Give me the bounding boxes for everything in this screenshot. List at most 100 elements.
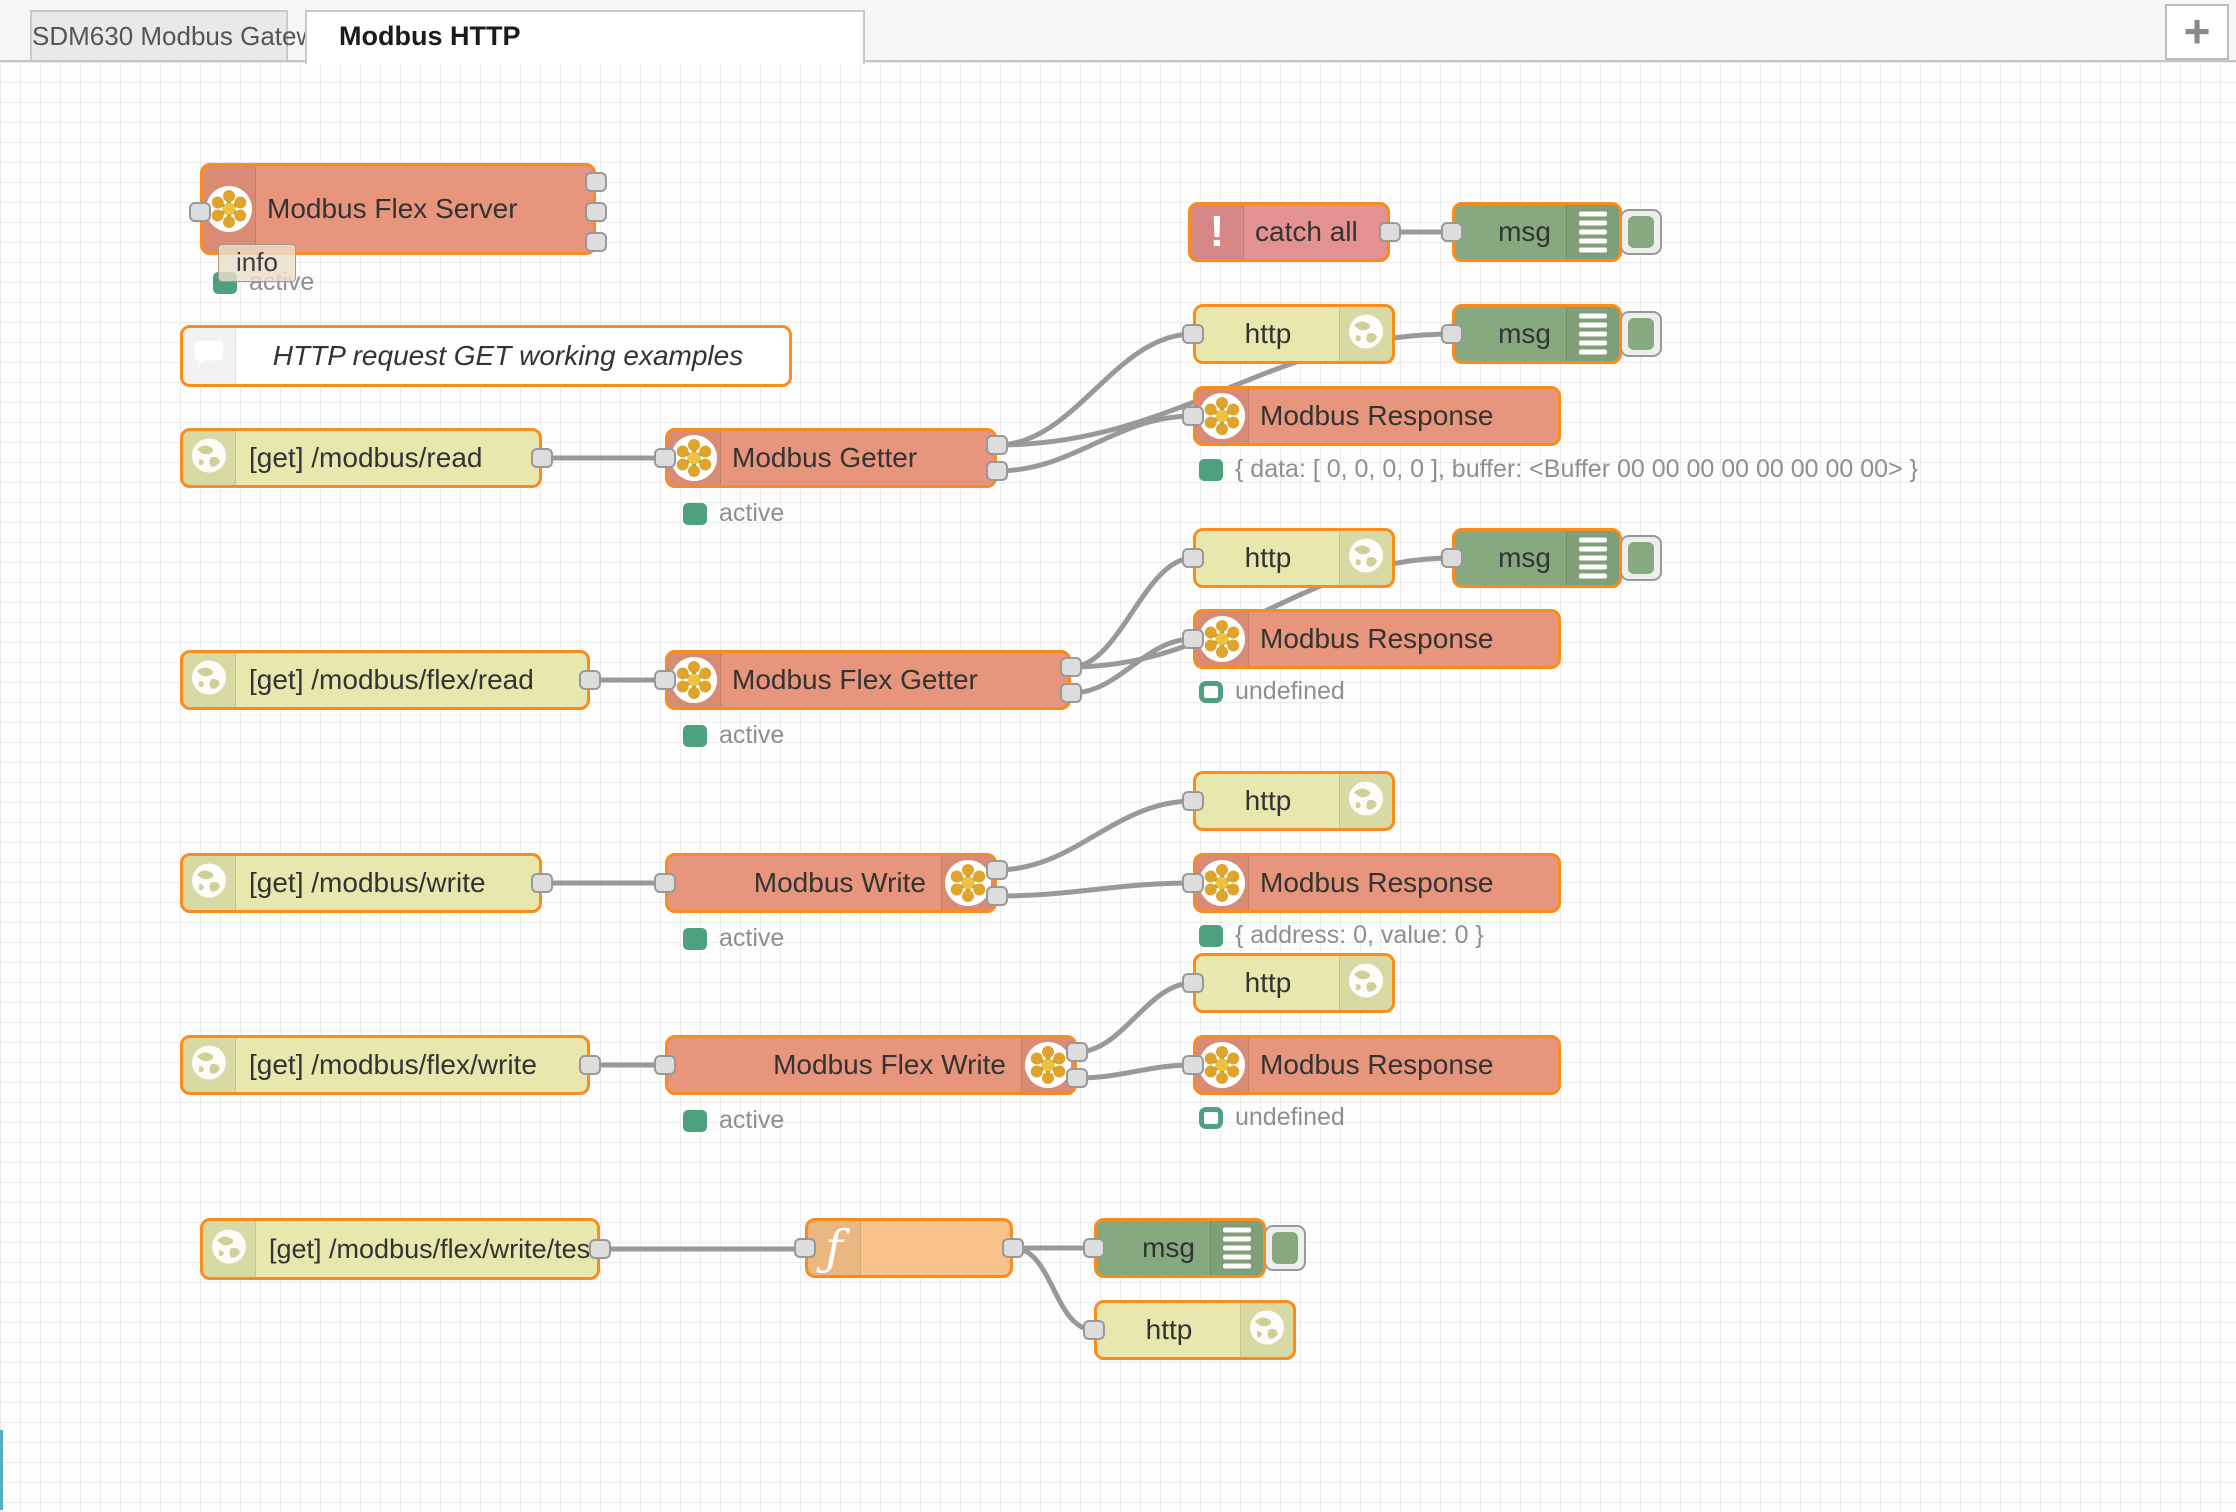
node-http-response-read[interactable]: http bbox=[1182, 304, 1395, 364]
plus-icon: + bbox=[2183, 5, 2211, 57]
node-modbus-getter[interactable]: Modbus Getter bbox=[654, 428, 1008, 488]
input-port[interactable] bbox=[189, 202, 211, 222]
input-port[interactable] bbox=[1083, 1320, 1105, 1340]
output-port[interactable] bbox=[986, 435, 1008, 455]
output-port[interactable] bbox=[579, 670, 601, 690]
node-label bbox=[872, 1221, 1000, 1275]
node-modbus-response-write[interactable]: Modbus Response bbox=[1182, 853, 1561, 913]
add-flow-button[interactable]: + bbox=[2165, 4, 2229, 60]
node-debug-msg-flex-read[interactable]: msg bbox=[1441, 528, 1622, 588]
output-port[interactable] bbox=[1002, 1238, 1024, 1258]
modbus-flower-icon bbox=[206, 186, 252, 232]
node-function[interactable]: ƒ bbox=[794, 1218, 1024, 1278]
globe-icon bbox=[189, 861, 229, 906]
modbus-flower-icon bbox=[671, 435, 717, 481]
input-port[interactable] bbox=[654, 873, 676, 893]
output-port[interactable] bbox=[579, 1055, 601, 1075]
input-port[interactable] bbox=[1182, 324, 1204, 344]
input-port[interactable] bbox=[654, 448, 676, 468]
input-port[interactable] bbox=[1182, 629, 1204, 649]
wire bbox=[1074, 1062, 1196, 1081]
node-modbus-write[interactable]: Modbus Write bbox=[654, 853, 1008, 913]
debug-toggle-button[interactable] bbox=[1620, 311, 1662, 357]
globe-icon bbox=[189, 658, 229, 703]
tab-modbus-http[interactable]: Modbus HTTP bbox=[305, 10, 865, 64]
node-icon-region bbox=[1196, 389, 1249, 443]
node-label: [get] /modbus/flex/write/test bbox=[269, 1234, 598, 1264]
node-http-response-flex-read[interactable]: http bbox=[1182, 528, 1395, 588]
node-label: http bbox=[1244, 318, 1292, 349]
output-port[interactable] bbox=[1379, 222, 1401, 242]
input-port[interactable] bbox=[1182, 791, 1204, 811]
debug-toggle-state bbox=[1272, 1232, 1298, 1264]
status-dot bbox=[1199, 458, 1223, 481]
input-port[interactable] bbox=[1083, 1238, 1105, 1258]
node-comment[interactable]: HTTP request GET working examples bbox=[180, 325, 792, 387]
node-modbus-response-read[interactable]: Modbus Response bbox=[1182, 386, 1561, 446]
output-port[interactable] bbox=[1060, 683, 1082, 703]
output-port[interactable] bbox=[1066, 1068, 1088, 1088]
status-text: { data: [ 0, 0, 0, 0 ], buffer: <Buffer … bbox=[1235, 455, 1918, 483]
node-debug-msg-read[interactable]: msg bbox=[1441, 304, 1622, 364]
input-port[interactable] bbox=[1441, 222, 1463, 242]
output-port[interactable] bbox=[986, 886, 1008, 906]
debug-list-icon bbox=[1579, 211, 1607, 253]
node-icon-region bbox=[183, 653, 236, 707]
output-port[interactable] bbox=[1060, 657, 1082, 677]
status-text: active bbox=[719, 721, 785, 749]
input-port[interactable] bbox=[654, 670, 676, 690]
node-label: msg bbox=[1498, 216, 1551, 247]
globe-icon bbox=[1346, 536, 1386, 581]
output-port[interactable] bbox=[531, 448, 553, 468]
output-port[interactable] bbox=[589, 1239, 611, 1259]
node-http-in-flex-write-test[interactable]: [get] /modbus/flex/write/test bbox=[200, 1218, 611, 1280]
node-label: [get] /modbus/read bbox=[249, 442, 483, 473]
input-port[interactable] bbox=[1182, 873, 1204, 893]
node-label: Modbus Response bbox=[1260, 867, 1494, 898]
node-modbus-response-flex-read[interactable]: Modbus Response bbox=[1182, 609, 1561, 669]
input-port[interactable] bbox=[794, 1238, 816, 1258]
node-modbus-flex-server[interactable]: Modbus Flex Server bbox=[189, 163, 607, 255]
status-response-write: { address: 0, value: 0 } bbox=[1199, 921, 1484, 950]
output-port[interactable] bbox=[986, 860, 1008, 880]
wire bbox=[994, 798, 1196, 873]
debug-toggle-button[interactable] bbox=[1264, 1225, 1306, 1271]
wire bbox=[994, 880, 1196, 899]
output-port[interactable] bbox=[585, 172, 607, 192]
input-port[interactable] bbox=[1182, 973, 1204, 993]
modbus-flower-icon bbox=[1025, 1042, 1071, 1088]
node-debug-msg-test[interactable]: msg bbox=[1083, 1218, 1266, 1278]
input-port[interactable] bbox=[1441, 548, 1463, 568]
node-icon-region bbox=[1021, 1038, 1074, 1092]
input-port[interactable] bbox=[1182, 406, 1204, 426]
input-port[interactable] bbox=[1182, 548, 1204, 568]
modbus-flower-icon bbox=[945, 860, 991, 906]
input-port[interactable] bbox=[1182, 1055, 1204, 1075]
node-debug-msg-catch[interactable]: msg bbox=[1441, 202, 1622, 262]
node-http-in-flex-read[interactable]: [get] /modbus/flex/read bbox=[180, 650, 601, 710]
output-port[interactable] bbox=[531, 873, 553, 893]
wire bbox=[994, 331, 1196, 448]
node-http-in-read[interactable]: [get] /modbus/read bbox=[180, 428, 553, 488]
node-modbus-flex-write[interactable]: Modbus Flex Write bbox=[654, 1035, 1088, 1095]
debug-toggle-button[interactable] bbox=[1620, 209, 1662, 255]
node-label: catch all bbox=[1255, 216, 1358, 247]
node-http-response-write[interactable]: http bbox=[1182, 771, 1395, 831]
node-http-in-write[interactable]: [get] /modbus/write bbox=[180, 853, 553, 913]
output-port[interactable] bbox=[986, 461, 1008, 481]
input-port[interactable] bbox=[1441, 324, 1463, 344]
node-http-response-test[interactable]: http bbox=[1083, 1300, 1296, 1360]
node-modbus-flex-getter[interactable]: Modbus Flex Getter bbox=[654, 650, 1082, 710]
node-modbus-response-flex-write[interactable]: Modbus Response bbox=[1182, 1035, 1561, 1095]
node-http-response-flex-write[interactable]: http bbox=[1182, 953, 1395, 1013]
output-port[interactable] bbox=[585, 202, 607, 222]
debug-list-icon bbox=[1223, 1227, 1251, 1269]
node-http-in-flex-write[interactable]: [get] /modbus/flex/write bbox=[180, 1035, 601, 1095]
node-catch-all[interactable]: ! catch all bbox=[1188, 202, 1401, 262]
debug-toggle-button[interactable] bbox=[1620, 535, 1662, 581]
input-port[interactable] bbox=[654, 1055, 676, 1075]
wire bbox=[1010, 1245, 1097, 1333]
output-port[interactable] bbox=[585, 232, 607, 252]
node-label: Modbus Write bbox=[753, 867, 926, 898]
output-port[interactable] bbox=[1066, 1042, 1088, 1062]
